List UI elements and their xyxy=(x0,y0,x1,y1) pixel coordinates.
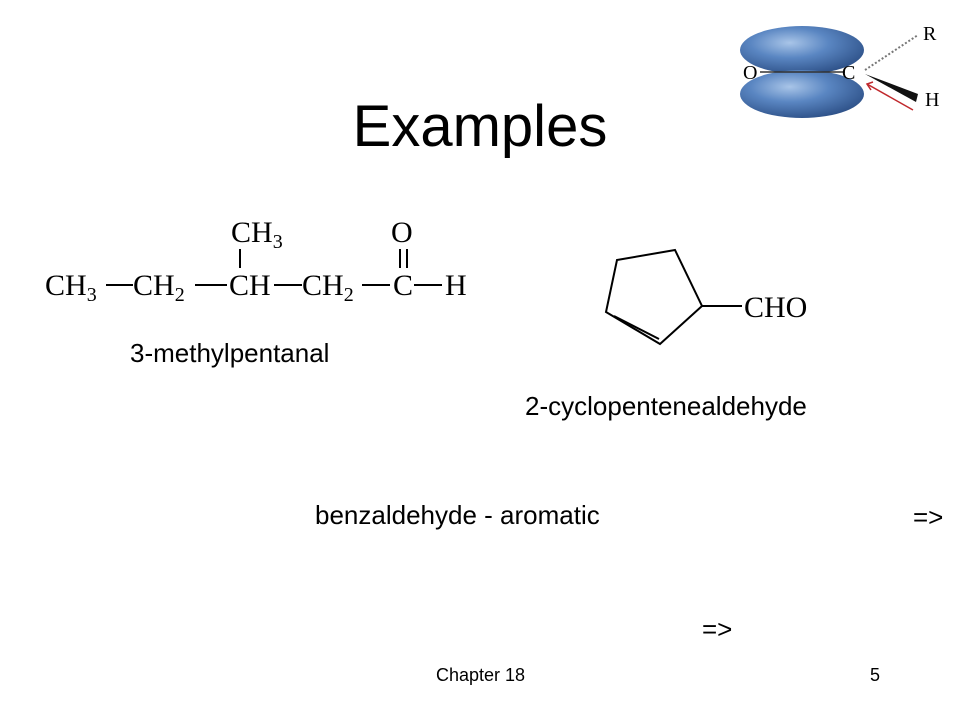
chain-atom-2: CH2 xyxy=(133,269,185,305)
logo-atom-r: R xyxy=(923,23,937,45)
chain-atom-6: H xyxy=(445,269,467,302)
aldehyde-group-label: CHO xyxy=(744,291,807,324)
carbonyl-oxygen-label: O xyxy=(391,216,413,249)
logo-atom-c: C xyxy=(842,62,855,84)
footer-chapter: Chapter 18 xyxy=(436,665,526,685)
cyclopentenealdehyde-name: 2-cyclopentenealdehyde xyxy=(525,391,807,421)
page-number: 5 xyxy=(870,665,881,685)
chain-atom-5: C xyxy=(393,269,413,302)
chain-atom-1: CH3 xyxy=(45,269,97,305)
chain-atom-3: CH xyxy=(229,269,271,302)
logo-atom-h: H xyxy=(925,89,939,111)
benzaldehyde-name: benzaldehyde - aromatic xyxy=(315,500,600,530)
methylpentanal-name: 3-methylpentanal xyxy=(130,338,330,368)
next-arrow-right[interactable]: => xyxy=(913,502,944,532)
upper-orbital-lobe xyxy=(740,26,864,74)
slide-title: Examples xyxy=(352,94,608,159)
wedge-bond xyxy=(865,74,918,102)
logo-atom-o: O xyxy=(743,62,757,84)
next-arrow-bottom[interactable]: => xyxy=(702,614,733,644)
lower-orbital-lobe xyxy=(740,70,864,118)
red-bond-marker xyxy=(866,83,914,111)
methylpentanal-structure: CH3 O CH3 CH2 CH CH2 C H xyxy=(45,216,467,305)
chain-atom-4: CH2 xyxy=(302,269,354,305)
methyl-branch-label: CH3 xyxy=(231,216,283,253)
cyclopentene-structure: CHO xyxy=(604,248,807,346)
carbonyl-orbital-logo-icon: O C R H xyxy=(740,23,939,118)
